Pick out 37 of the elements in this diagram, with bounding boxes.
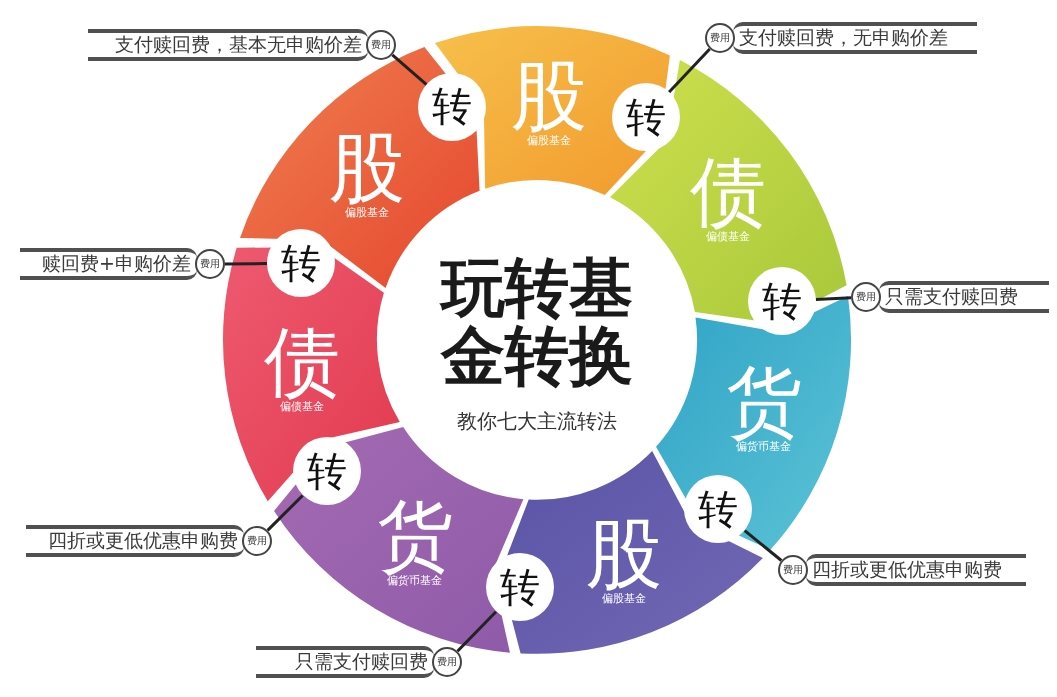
- fee-badge: 费用: [242, 526, 272, 556]
- leader-line: [815, 296, 852, 301]
- callout-label: 赎回费+申购价差: [20, 248, 197, 280]
- segment-character: 债: [689, 154, 766, 231]
- leader-line: [391, 53, 428, 86]
- leader-line: [743, 529, 783, 562]
- segment-character: 货: [376, 498, 453, 575]
- fee-badge: 费用: [778, 555, 808, 585]
- callout-label: 只需支付赎回费: [879, 281, 1049, 313]
- segment-caption: 偏债基金: [705, 230, 750, 244]
- segment-caption: 偏股基金: [344, 206, 389, 220]
- segment-caption: 偏股基金: [601, 591, 646, 606]
- callout-label: 四折或更低优惠申购费: [806, 554, 1026, 586]
- leader-line: [667, 47, 711, 94]
- segment-character: 股: [328, 130, 405, 207]
- fee-badge: 费用: [432, 647, 462, 677]
- segment-caption: 偏债基金: [279, 400, 324, 414]
- subtitle: 教你七大主流转法: [457, 407, 617, 435]
- callout-label: 支付赎回费，无申购价差: [733, 22, 977, 54]
- fee-badge: 费用: [366, 30, 396, 60]
- segment-character: 债: [263, 324, 340, 401]
- callout-label: 支付赎回费，基本无申购价差: [88, 29, 368, 61]
- segment-character: 股: [511, 58, 588, 135]
- fee-badge: 费用: [851, 282, 881, 312]
- leader-line: [225, 262, 268, 266]
- segment-character: 股: [585, 515, 662, 592]
- callout-label: 四折或更低优惠申购费: [26, 525, 244, 557]
- segment-caption: 偏货币基金: [387, 574, 443, 588]
- fee-badge: 费用: [705, 23, 735, 53]
- main-title: 玩转基金转换: [438, 255, 634, 390]
- fee-badge: 费用: [195, 249, 225, 279]
- segment-caption: 偏股基金: [527, 134, 572, 148]
- segment-caption: 偏货币基金: [736, 440, 792, 454]
- leader-line: [456, 610, 498, 653]
- callout-label: 只需支付赎回费: [256, 646, 434, 678]
- segment-character: 货: [725, 364, 802, 441]
- leader-line: [266, 494, 304, 532]
